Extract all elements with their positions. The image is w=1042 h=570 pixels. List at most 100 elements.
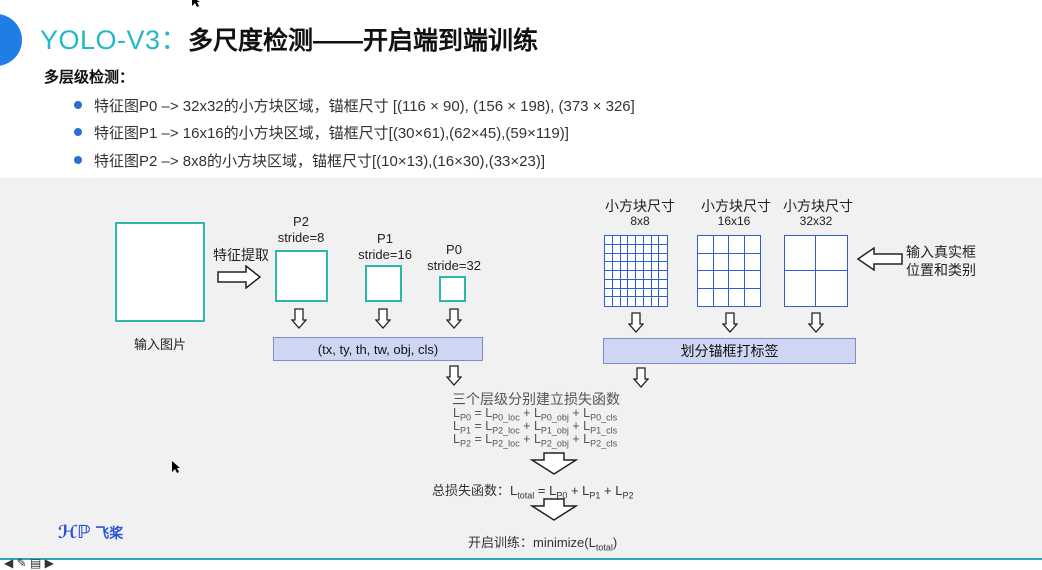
- loss-formula-p2: LP2 = LP2_loc + LP2_obj + LP2_cls: [453, 432, 618, 449]
- title-english: YOLO-V3：: [40, 25, 189, 55]
- grid-cell: [652, 297, 660, 306]
- grid-cell: [713, 236, 729, 254]
- pen-icon[interactable]: ✎: [16, 556, 27, 570]
- p1-feature-box: [365, 265, 402, 302]
- bullet-dot-icon: [74, 101, 82, 110]
- feature-extract-label: 特征提取: [213, 247, 269, 263]
- grid-cell: [643, 288, 652, 298]
- p0-feature-box: [439, 276, 466, 302]
- output-params-bar: (tx, ty, th, tw, obj, cls): [273, 337, 483, 361]
- grid-cell: [612, 262, 621, 271]
- grid-cell: [605, 288, 613, 298]
- grid-cell: [643, 262, 652, 271]
- prev-icon[interactable]: ◀: [4, 556, 14, 570]
- mouse-cursor-icon: [172, 461, 180, 473]
- grid-cell: [729, 271, 745, 289]
- grid-cell: [785, 271, 816, 306]
- grid-cell: [628, 288, 636, 298]
- grid-cell: [659, 271, 667, 280]
- grid-cell: [659, 245, 667, 254]
- down-arrow-icon: [446, 308, 462, 329]
- grid-cell: [698, 288, 714, 306]
- grid-cell: [816, 271, 847, 306]
- toolbar-icons[interactable]: ◀ ✎ ▤ ▶: [4, 556, 54, 570]
- grid-32x32: [784, 235, 848, 307]
- down-arrow-icon: [633, 367, 649, 388]
- grid-32-title: 小方块尺寸: [783, 198, 853, 214]
- grid-cell: [636, 279, 644, 289]
- decor-circle: [0, 14, 22, 66]
- grid-cell: [644, 297, 652, 306]
- grid-cell: [612, 288, 621, 298]
- grid-16-title: 小方块尺寸: [701, 198, 771, 214]
- grid-cell: [613, 297, 621, 306]
- paddle-logo: ℋℙ 飞桨: [58, 522, 123, 543]
- grid-cell: [785, 236, 816, 271]
- grid-cell: [714, 288, 729, 306]
- grid-cell: [698, 271, 714, 289]
- grid-16-size: 16x16: [717, 214, 751, 228]
- grid-cell: [744, 271, 760, 289]
- grid-16x16: [697, 235, 761, 307]
- grid-cell: [636, 288, 644, 298]
- loss-formula-p0: LP0 = LP0_loc + LP0_obj + LP0_cls: [453, 406, 618, 423]
- grid-8-size: 8x8: [630, 214, 650, 228]
- grid-cell: [698, 236, 714, 254]
- grid-cell: [816, 236, 847, 271]
- loss-formula-p1: LP1 = LP2_loc + LP1_obj + LP1_cls: [453, 419, 618, 436]
- right-arrow-icon: [217, 265, 262, 289]
- grid-cell: [729, 288, 745, 306]
- grid-cell: [612, 253, 621, 263]
- grid-cell: [620, 262, 629, 271]
- slide-toolbar: [0, 558, 1042, 570]
- grid-cell: [605, 297, 613, 306]
- grid-32-size: 32x32: [799, 214, 833, 228]
- next-icon[interactable]: ▶: [44, 556, 54, 570]
- grid-cell: [698, 253, 714, 271]
- grid-cell: [651, 244, 660, 254]
- grid-cell: [620, 253, 629, 263]
- grid-cell: [744, 236, 760, 254]
- grid-cell: [628, 271, 636, 280]
- p1-label: P1: [377, 231, 393, 246]
- paddle-logo-text: 飞桨: [95, 525, 124, 541]
- grid-cell: [628, 236, 636, 245]
- title-chinese: 多尺度检测——开启端到端训练: [188, 27, 539, 55]
- grid-cell: [651, 253, 660, 263]
- menu-icon[interactable]: ▤: [29, 556, 42, 570]
- down-arrow-icon: [291, 308, 307, 329]
- grid-cell: [713, 271, 729, 289]
- down-arrow-icon: [530, 498, 578, 521]
- bullet-dot-icon: [74, 128, 82, 137]
- grid-cell: [612, 279, 621, 289]
- section-heading: 多层级检测：: [44, 69, 135, 86]
- p0-label: P0: [446, 242, 462, 257]
- grid-cell: [636, 262, 644, 271]
- down-arrow-icon: [375, 308, 391, 329]
- grid-cell: [745, 289, 761, 307]
- grid-cell: [636, 244, 644, 254]
- grid-cell: [651, 262, 660, 271]
- grid-cell: [659, 280, 667, 289]
- grid-cell: [713, 253, 729, 271]
- grid-cell: [729, 236, 745, 254]
- grid-cell: [651, 279, 660, 289]
- grid-cell: [636, 236, 644, 245]
- grid-cell: [620, 279, 629, 289]
- p2-feature-box: [275, 250, 328, 302]
- grid-cell: [605, 253, 613, 263]
- train-objective: 开启训练：minimize(Ltotal): [468, 535, 618, 553]
- grid-cell: [744, 254, 760, 271]
- down-arrow-icon: [808, 312, 824, 333]
- p2-stride: stride=8: [277, 230, 325, 245]
- grid-8x8: [604, 235, 668, 307]
- grid-cell: [605, 262, 613, 271]
- grid-cell: [612, 271, 621, 280]
- total-loss: 总损失函数：Ltotal = LP0 + LP1 + LP2: [432, 483, 634, 501]
- p2-label: P2: [293, 214, 309, 229]
- p0-stride: stride=32: [427, 258, 481, 273]
- bullet-item-p0: 特征图P0 –> 32x32的小方块区域，锚框尺寸 [(116 × 90), (…: [74, 95, 635, 116]
- anchor-label-bar: 划分锚框打标签: [603, 338, 856, 364]
- grid-cell: [628, 297, 636, 306]
- grid-cell: [651, 288, 660, 298]
